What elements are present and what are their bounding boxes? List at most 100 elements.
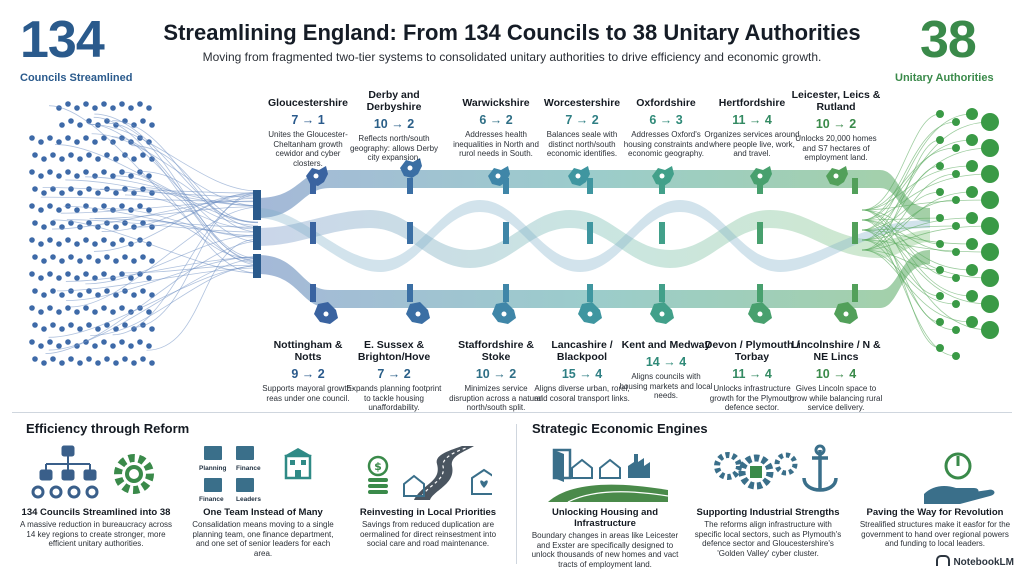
authority-dot <box>966 264 978 276</box>
card-description: Consalidation means moving to a single p… <box>192 520 334 558</box>
authority-dot <box>952 352 960 360</box>
brand-text: NotebookLM <box>953 557 1014 568</box>
region-name: Hertfordshire <box>718 97 786 109</box>
map-marker <box>659 173 665 179</box>
card-description: Boundary changes in areas like Leicester… <box>531 531 679 569</box>
fan-line <box>106 208 259 238</box>
fan-line <box>861 147 957 211</box>
org-chart-gear-icon <box>31 445 154 499</box>
authority-dot <box>981 191 999 209</box>
card-title: Paving the Way for Revolution <box>866 507 1004 518</box>
council-dot <box>59 292 65 298</box>
node-bar <box>407 222 413 244</box>
authority-dot <box>981 269 999 287</box>
council-dot <box>104 356 110 362</box>
gears-anchor-icon <box>714 444 838 492</box>
node-bar <box>503 222 509 244</box>
council-dot <box>47 169 53 175</box>
authority-dot <box>981 217 999 235</box>
fan-line <box>861 191 941 231</box>
authority-dot <box>936 188 944 196</box>
node-bar <box>310 222 316 244</box>
region-ratio: 14 → 4 <box>645 355 687 369</box>
region-name: Kent and Medway <box>621 339 711 351</box>
authority-dot <box>936 136 944 144</box>
card-description: Savings from reduced duplication are oer… <box>359 520 497 548</box>
council-dot <box>101 101 107 107</box>
region-name: Worcestershire <box>543 97 621 109</box>
council-dot <box>38 241 44 247</box>
council-dot <box>38 275 44 281</box>
council-dot <box>41 292 47 298</box>
authority-dot <box>936 240 944 248</box>
council-dot <box>74 275 80 281</box>
council-dot <box>113 360 119 366</box>
council-dot <box>83 101 89 107</box>
card-title: Unlocking Housing and Infrastructure <box>551 507 659 529</box>
authority-dot <box>966 212 978 224</box>
council-dot <box>131 224 137 230</box>
council-dot <box>101 271 107 277</box>
council-dot <box>77 258 83 264</box>
region-name: E. Sussex & Brighton/Hove <box>357 339 431 363</box>
council-dot <box>77 326 83 332</box>
council-dot <box>86 152 92 158</box>
node-bar <box>407 178 413 194</box>
node-bar <box>659 178 665 194</box>
fan-line <box>42 186 259 198</box>
council-dot <box>119 305 125 311</box>
council-dot <box>95 360 101 366</box>
council-dot <box>77 122 83 128</box>
notebook-logo-icon <box>936 555 951 566</box>
node-bar <box>310 284 316 302</box>
council-dot <box>122 288 128 294</box>
council-dot <box>101 169 107 175</box>
fan-line <box>861 139 941 251</box>
council-dot <box>59 156 65 162</box>
authority-dot <box>952 118 960 126</box>
region-description: Expands planning footprint to tackle hou… <box>346 384 442 412</box>
council-dot <box>86 254 92 260</box>
fan-line <box>48 105 259 266</box>
council-dot <box>149 292 155 298</box>
authority-dot <box>936 214 944 222</box>
region-ratio: 7 → 2 <box>565 113 599 127</box>
region-description: Addresses health inequalities in North a… <box>453 130 539 158</box>
authority-dot <box>952 300 960 308</box>
authority-dot <box>981 243 999 261</box>
fan-line <box>861 219 941 349</box>
council-dot <box>50 254 56 260</box>
council-dot <box>65 135 71 141</box>
council-dot <box>104 152 110 158</box>
region-ratio: 7 → 1 <box>291 113 325 127</box>
node-bar <box>253 226 261 250</box>
region-map-icons <box>306 158 858 324</box>
council-dot <box>110 105 116 111</box>
fan-line <box>108 122 259 263</box>
authorities-label: Unitary Authorities <box>895 72 994 84</box>
region-description: Balances seale with distinct north/south… <box>546 130 618 158</box>
region-ratio: 7 → 2 <box>377 367 411 381</box>
council-dot <box>95 190 101 196</box>
fan-line <box>861 239 957 331</box>
council-dot <box>95 156 101 162</box>
council-dot <box>101 305 107 311</box>
council-dot <box>131 156 137 162</box>
node-bar <box>757 178 763 194</box>
council-dot <box>149 224 155 230</box>
councils-label: Councils Streamlined <box>20 72 133 84</box>
fan-line <box>48 258 259 351</box>
council-dot <box>68 254 74 260</box>
fan-line <box>861 165 941 241</box>
node-bar <box>253 190 261 220</box>
council-dot <box>29 305 35 311</box>
authority-dot <box>952 196 960 204</box>
authority-dot <box>981 295 999 313</box>
council-dot <box>32 356 38 362</box>
council-dot <box>137 339 143 345</box>
council-dot <box>92 139 98 145</box>
authority-dot <box>936 292 944 300</box>
region-description: Unlocks 20,000 homes and S7 hectares of … <box>795 134 877 162</box>
